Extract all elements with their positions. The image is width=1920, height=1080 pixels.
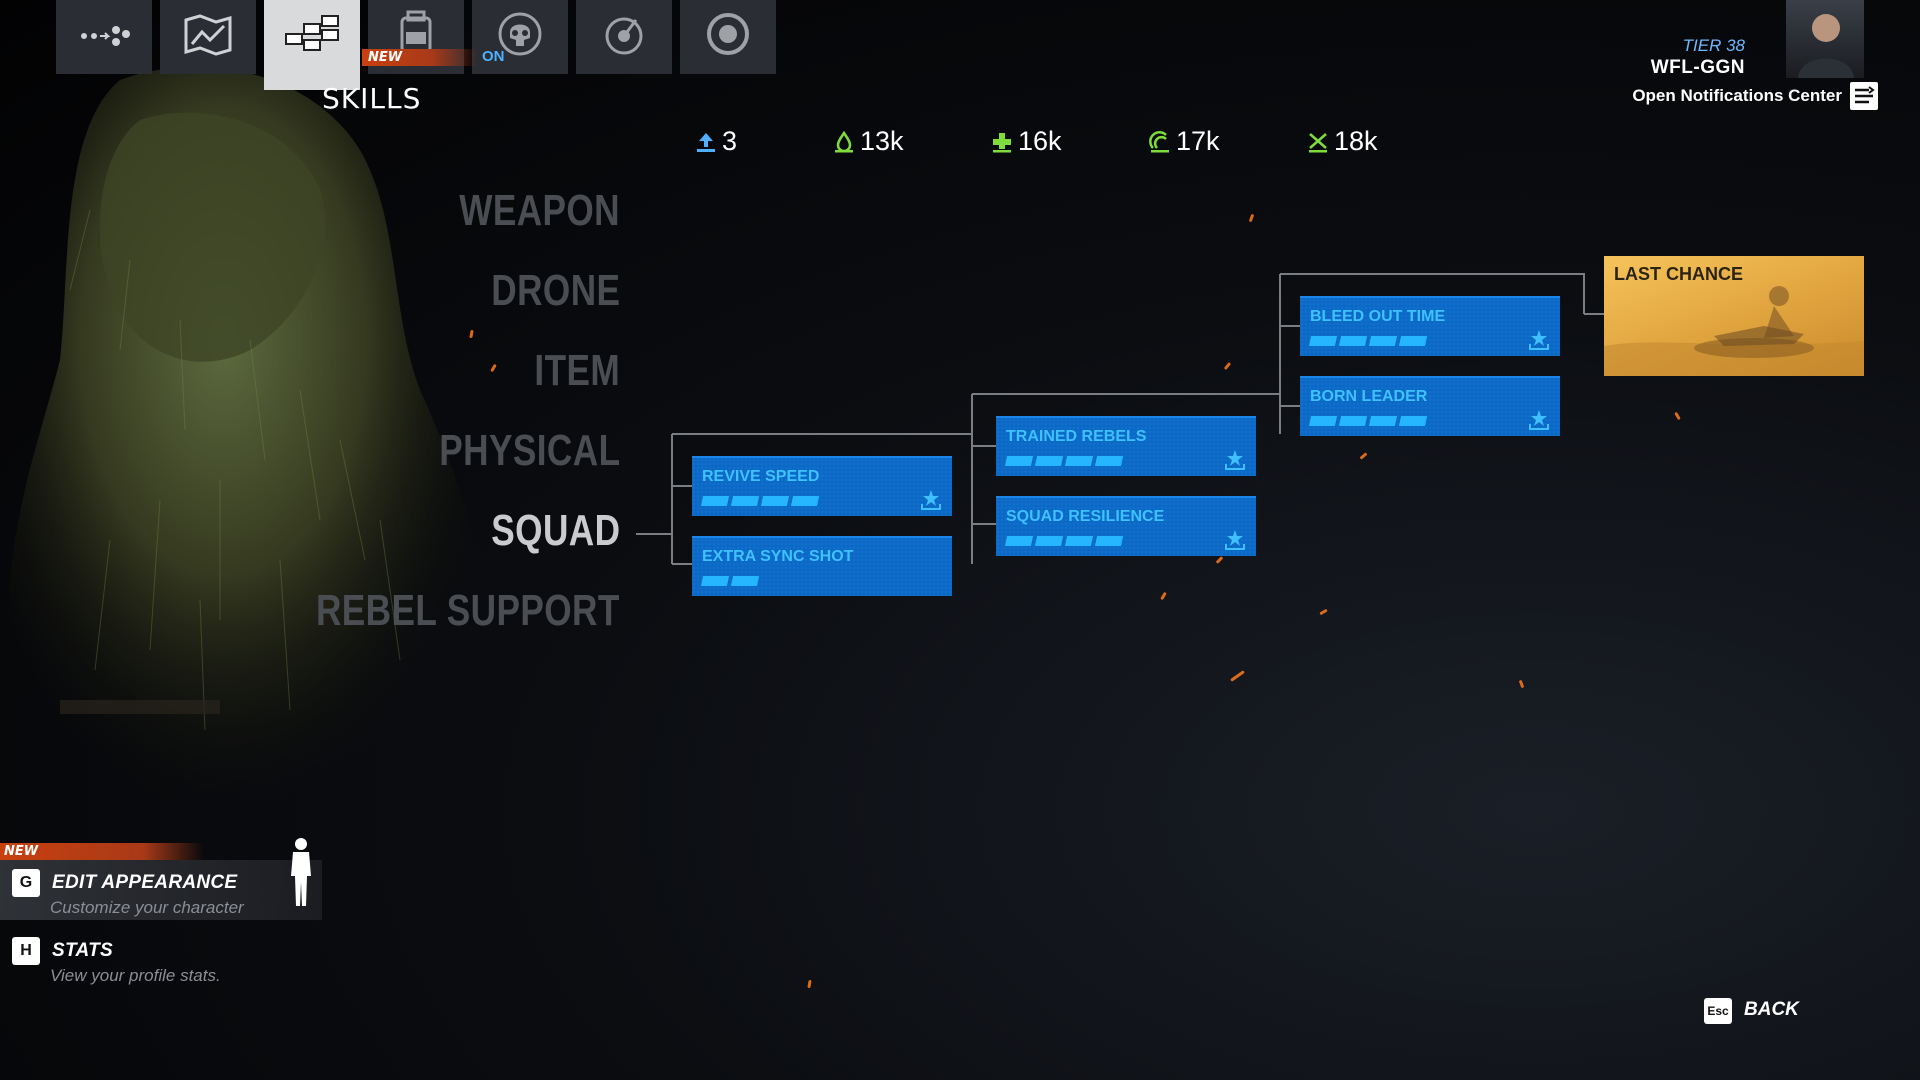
skill-points-icon (697, 132, 715, 152)
category-drone[interactable]: DRONE (490, 266, 620, 315)
category-physical[interactable]: PHYSICAL (438, 426, 620, 475)
skill-level-pips (700, 576, 760, 586)
skill-name: BORN LEADER (1310, 388, 1428, 405)
edit-appearance-button[interactable] (0, 860, 322, 920)
skill-last-chance[interactable]: LAST CHANCE (1604, 256, 1864, 376)
category-squad[interactable]: SQUAD (490, 506, 620, 555)
player-gamertag: WFL-GGN (1650, 57, 1745, 78)
star-icon (1529, 410, 1549, 430)
on-badge: ON (482, 48, 505, 65)
skill-level-pips (700, 496, 820, 506)
skill-extra-sync-shot[interactable]: EXTRA SYNC SHOT (692, 536, 952, 596)
back-button[interactable]: BACK (1744, 999, 1799, 1020)
stats-subtitle: View your profile stats. (50, 966, 221, 985)
key-hint-g: G (12, 869, 40, 897)
settings-target-icon (707, 13, 749, 55)
tab-progression[interactable] (576, 0, 672, 74)
map-icon (184, 14, 232, 56)
skill-name: LAST CHANCE (1614, 264, 1743, 284)
notifications-label[interactable]: Open Notifications Center (1632, 86, 1842, 105)
tab-settings[interactable] (680, 0, 776, 74)
resource-3-icon (1149, 130, 1169, 152)
skill-revive-speed[interactable]: REVIVE SPEED (692, 456, 952, 516)
key-hint-esc: Esc (1704, 998, 1732, 1024)
resource-4: 18k (1306, 126, 1378, 157)
tab-skills[interactable] (264, 0, 360, 90)
resource-1-icon (835, 130, 853, 152)
resource-4-icon (1309, 132, 1327, 152)
edit-appearance-title[interactable]: EDIT APPEARANCE (52, 872, 238, 893)
resource-value: 13k (860, 126, 904, 156)
star-icon (1529, 330, 1549, 350)
skill-bleed-out-time[interactable]: BLEED OUT TIME (1300, 296, 1560, 356)
key-hint-h: H (12, 937, 40, 965)
tab-map[interactable] (160, 0, 256, 74)
resource-value: 16k (1018, 126, 1062, 156)
skill-name: REVIVE SPEED (702, 468, 820, 485)
new-badge: NEW (0, 843, 204, 860)
resource-value: 17k (1176, 126, 1220, 156)
stats-title[interactable]: STATS (52, 940, 113, 961)
character-silhouette-icon (291, 838, 311, 906)
category-rebel-support[interactable]: REBEL SUPPORT (316, 586, 620, 635)
resource-skill-points: 3 (694, 126, 737, 157)
skill-level-pips (1004, 456, 1124, 466)
soldier-character-model (8, 66, 487, 852)
edit-appearance-subtitle: Customize your character (50, 898, 244, 917)
resource-1: 13k (832, 126, 904, 157)
resource-3: 17k (1148, 126, 1220, 157)
skull-icon (498, 12, 542, 56)
skill-name: EXTRA SYNC SHOT (702, 548, 854, 565)
avatar[interactable] (1786, 0, 1864, 78)
skill-trained-rebels[interactable]: TRAINED REBELS (996, 416, 1256, 476)
notifications-icon[interactable] (1850, 82, 1878, 110)
skill-name: SQUAD RESILIENCE (1006, 508, 1165, 525)
player-tier: TIER 38 (1682, 36, 1745, 55)
skill-name: BLEED OUT TIME (1310, 308, 1446, 325)
skill-squad-resilience[interactable]: SQUAD RESILIENCE (996, 496, 1256, 556)
skill-name: TRAINED REBELS (1006, 428, 1147, 445)
star-icon (1225, 450, 1245, 470)
squad-formation-icon (81, 26, 130, 46)
tab-squad[interactable] (56, 0, 152, 74)
skill-level-pips (1308, 336, 1428, 346)
skill-level-pips (1004, 536, 1124, 546)
tab-wanted[interactable] (472, 0, 568, 74)
progression-icon (605, 17, 643, 55)
skill-tree-icon (285, 15, 339, 51)
category-weapon[interactable]: WEAPON (459, 186, 620, 235)
resource-value: 18k (1334, 126, 1378, 156)
resource-2: 16k (990, 126, 1062, 157)
active-tab-label: SKILLS (322, 82, 422, 115)
star-icon (1225, 530, 1245, 550)
star-icon (921, 490, 941, 510)
category-item[interactable]: ITEM (534, 346, 620, 395)
skill-born-leader[interactable]: BORN LEADER (1300, 376, 1560, 436)
last-chance-illustration (1604, 286, 1864, 376)
resource-2-icon (993, 132, 1011, 152)
new-badge: NEW (362, 49, 478, 66)
resource-value: 3 (722, 126, 738, 156)
skill-level-pips (1308, 416, 1428, 426)
